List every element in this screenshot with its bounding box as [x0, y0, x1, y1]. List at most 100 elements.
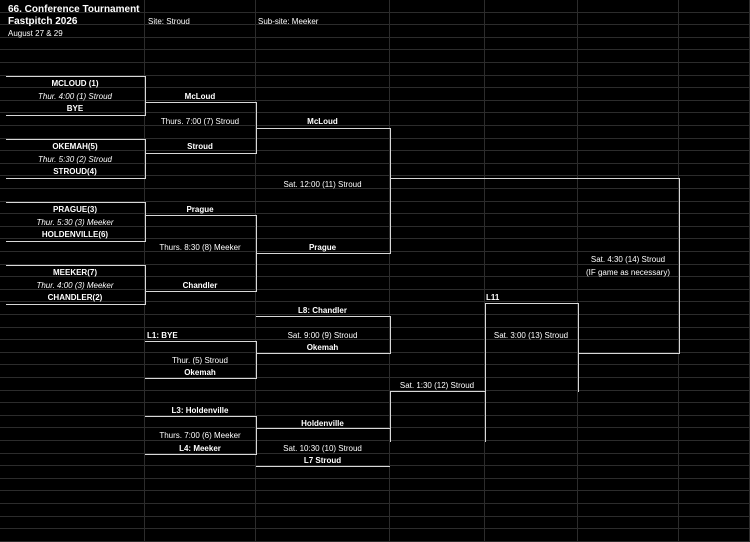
grid-cell [578, 176, 679, 189]
grid-cell [390, 201, 485, 215]
grid-cell [0, 403, 145, 416]
grid-cell [679, 478, 750, 492]
grid-cell [0, 88, 145, 101]
grid-cell [390, 25, 485, 38]
grid-cell [390, 453, 485, 467]
grid-cell [390, 239, 485, 252]
grid-cell [256, 176, 390, 189]
grid-cell [145, 352, 256, 366]
grid-cell [679, 239, 750, 252]
grid-cell [485, 264, 578, 278]
grid-cell [145, 113, 256, 126]
grid-cell [485, 516, 578, 530]
grid-cell [256, 289, 390, 303]
grid-cell [0, 113, 145, 126]
grid-cell [145, 415, 256, 429]
grid-cell [390, 529, 485, 542]
grid-cell [485, 428, 578, 441]
grid-cell [485, 390, 578, 404]
grid-cell [0, 352, 145, 366]
grid-cell [390, 415, 485, 429]
grid-cell [256, 0, 390, 13]
grid-cell [679, 214, 750, 227]
bracket-line [390, 178, 679, 179]
grid-cell [145, 176, 256, 189]
r2-game7-info: Thurs. 7:00 (7) Stroud [160, 117, 240, 126]
grid-cell [0, 176, 145, 189]
grid-cell [679, 516, 750, 530]
grid-cell [679, 403, 750, 416]
grid-cell [578, 88, 679, 101]
grid-cell [145, 315, 256, 328]
bracket-line [256, 253, 390, 254]
grid-cell [679, 88, 750, 101]
grid-cell [578, 327, 679, 341]
grid-cell [145, 75, 256, 89]
grid-cell [145, 264, 256, 278]
grid-cell [390, 50, 485, 63]
grid-cell [256, 75, 390, 89]
championship-note: (IF game as necessary) [585, 268, 671, 277]
grid-cell [256, 453, 390, 467]
grid-cell [390, 441, 485, 454]
grid-cell [578, 75, 679, 89]
grid-cell [390, 378, 485, 391]
grid-cell [145, 138, 256, 152]
grid-cell [145, 390, 256, 404]
grid-cell [578, 403, 679, 416]
grid-cell [145, 100, 256, 114]
grid-cell [578, 151, 679, 164]
r1-g3-info: Thur. 5:30 (3) Meeker [36, 218, 114, 227]
grid-cell [679, 453, 750, 467]
title-line-1: 66. Conference Tournament [8, 4, 140, 15]
grid-cell [145, 151, 256, 164]
grid-cell [145, 441, 256, 454]
grid-cell [485, 504, 578, 517]
grid-cell [0, 289, 145, 303]
grid-cell [256, 126, 390, 139]
bracket-line [145, 76, 146, 116]
grid-cell [145, 252, 256, 265]
grid-cell [578, 201, 679, 215]
grid-cell [256, 163, 390, 177]
grid-cell [145, 37, 256, 51]
grid-cell [679, 189, 750, 202]
grid-cell [578, 25, 679, 38]
grid-cell [485, 352, 578, 366]
grid-cell [390, 403, 485, 416]
bracket-line [145, 153, 256, 154]
bracket-line [485, 303, 578, 304]
bracket-line [145, 454, 256, 455]
grid-cell [256, 138, 390, 152]
grid-cell [390, 37, 485, 51]
grid-cell [256, 352, 390, 366]
lb-l3: L3: Holdenville [171, 406, 229, 415]
grid-cell [256, 378, 390, 391]
grid-cell [0, 302, 145, 315]
grid-cell [0, 315, 145, 328]
grid-cell [679, 37, 750, 51]
r1-g4-info: Thur. 4:00 (3) Meeker [36, 281, 114, 290]
grid-cell [679, 75, 750, 89]
lb-holdenville: Holdenville [301, 419, 344, 428]
grid-cell [485, 163, 578, 177]
bracket-line [6, 265, 145, 266]
grid-cell [485, 491, 578, 504]
bracket-line [145, 291, 256, 292]
grid-cell [578, 529, 679, 542]
grid-cell [679, 264, 750, 278]
lb-game12-info: Sat. 1:30 (12) Stroud [399, 381, 475, 390]
grid-cell [0, 504, 145, 517]
bracket-line [145, 378, 256, 379]
grid-cell [679, 163, 750, 177]
grid-cell [256, 189, 390, 202]
grid-cell [0, 189, 145, 202]
grid-cell [256, 478, 390, 492]
grid-cell [390, 0, 485, 13]
grid-cell [679, 113, 750, 126]
r1-g2-info: Thur. 5:30 (2) Stroud [38, 155, 112, 164]
grid-cell [256, 37, 390, 51]
grid-cell [578, 315, 679, 328]
lb-l8: L8: Chandler [298, 306, 347, 315]
